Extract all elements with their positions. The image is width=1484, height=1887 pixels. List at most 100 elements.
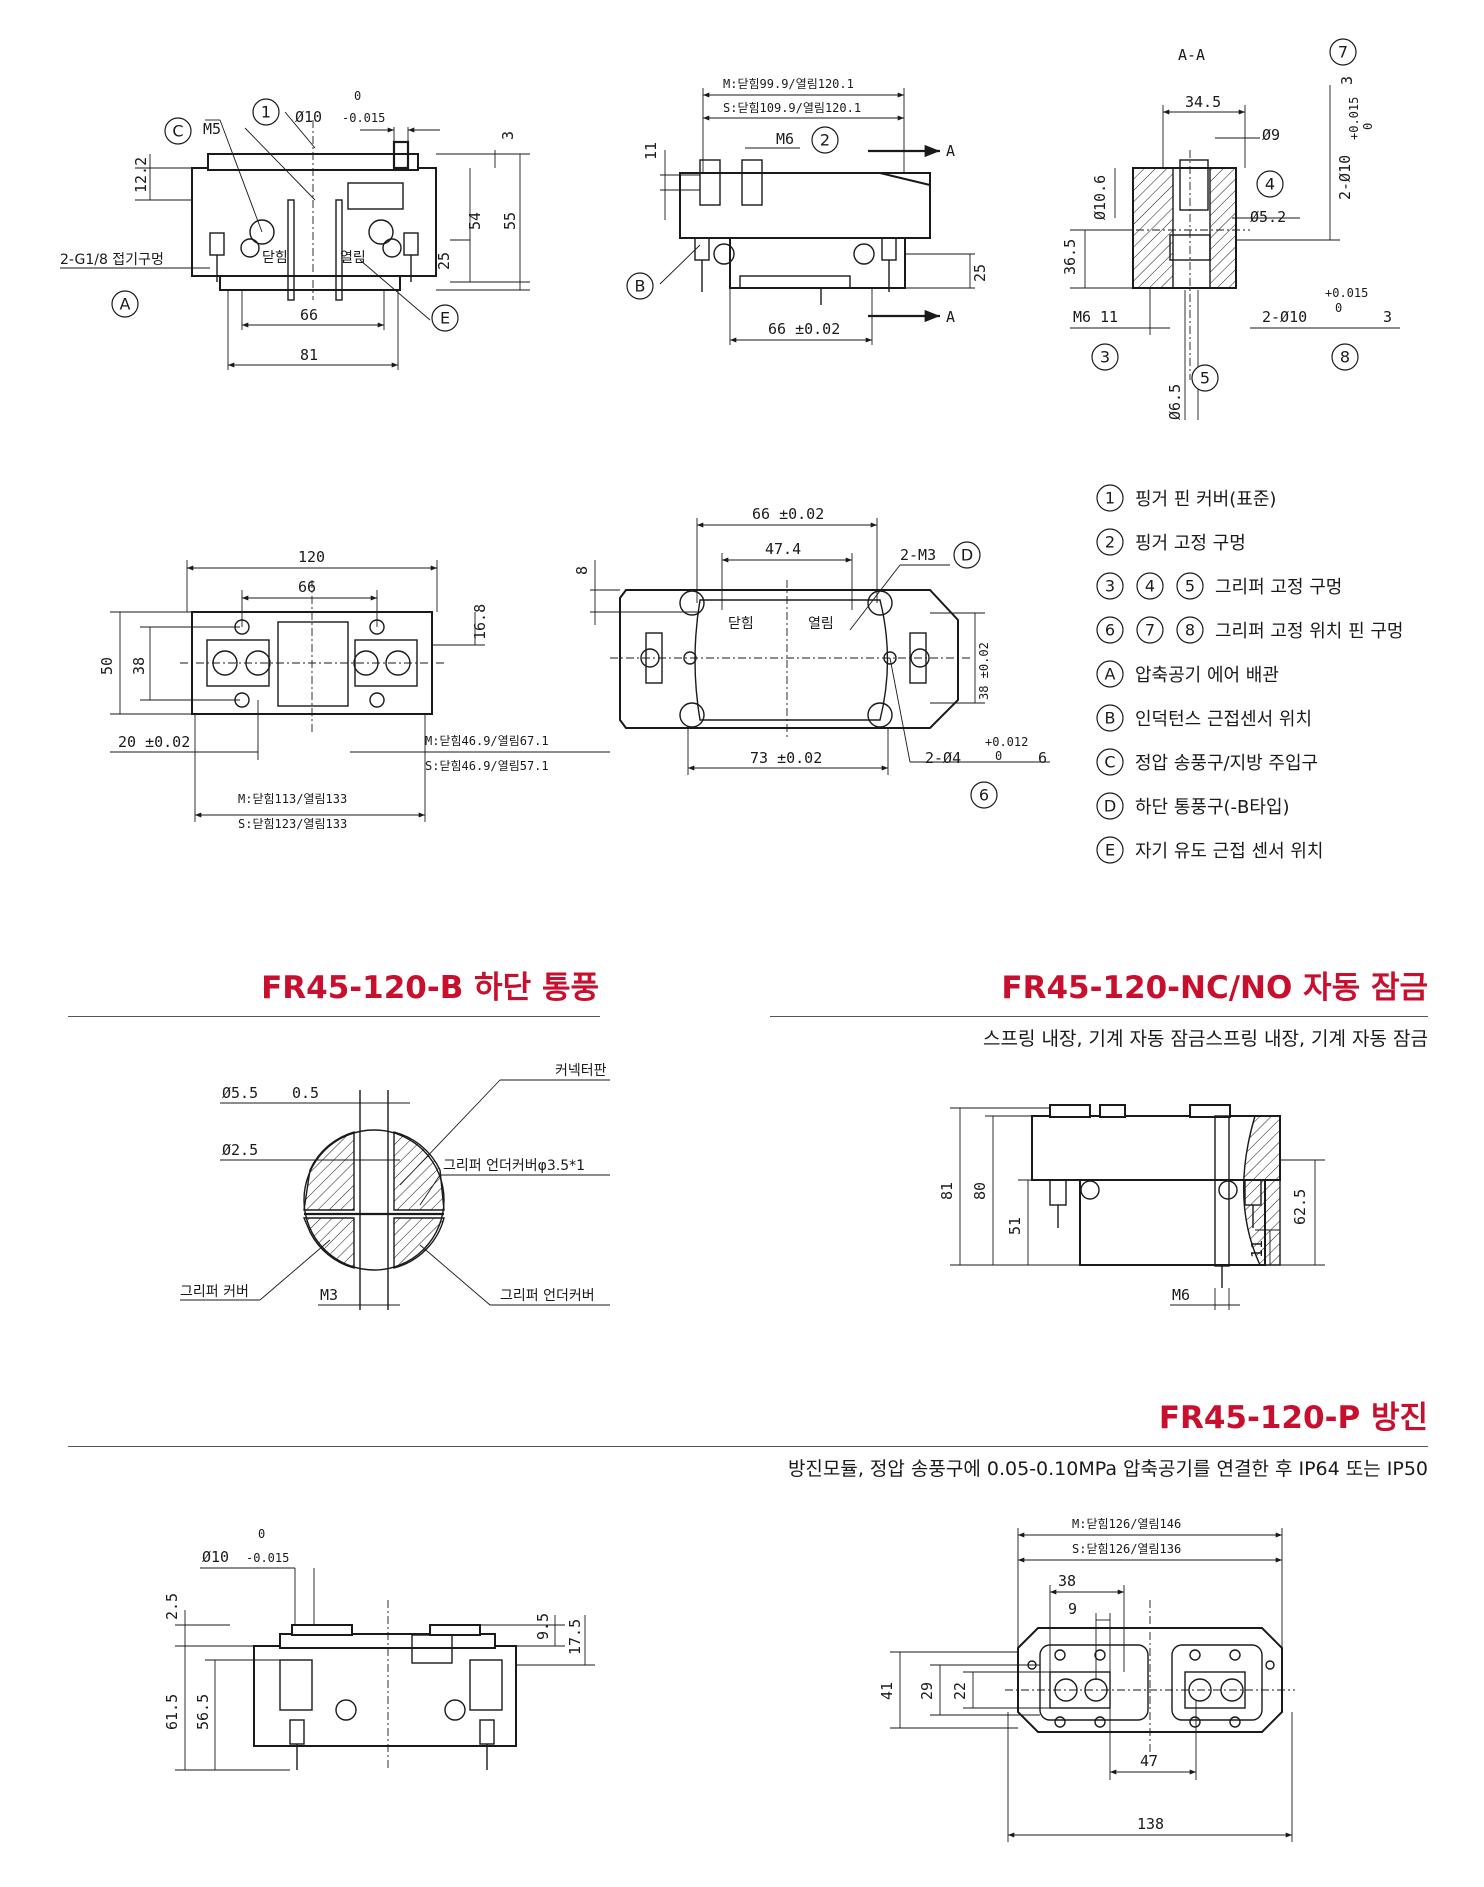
dim-m3: M3 <box>320 1286 338 1304</box>
svg-text:E: E <box>1105 841 1115 860</box>
dim-h38: 38 <box>130 657 148 675</box>
callout-e <box>431 304 459 332</box>
dim-w474: 47.4 <box>765 540 801 558</box>
svg-text:5: 5 <box>1200 369 1210 388</box>
callout-8 <box>1331 343 1359 371</box>
dim-tol0: 0 <box>1335 301 1342 315</box>
dim-w20: 20 ±0.02 <box>118 733 190 751</box>
dim-tol0: 0 <box>995 749 1002 763</box>
dim-2d10: 2-Ø10 <box>1262 308 1307 326</box>
dim-w120: 120 <box>298 548 325 566</box>
dim-w345: 34.5 <box>1185 93 1221 111</box>
dim-h625: 62.5 <box>1291 1189 1309 1225</box>
svg-text:8: 8 <box>1340 348 1350 367</box>
label-open: 열림 <box>340 250 366 266</box>
dim-h175: 17.5 <box>566 1619 584 1655</box>
view-bottom-center: D 6 66 ±0.02 47.4 8 2-M3 38 ±0.02 73 ±0.… <box>573 505 1050 809</box>
dim-h38: 38 ±0.02 <box>977 642 991 700</box>
section-subtitle-p: 방진모듈, 정압 송풍구에 0.05-0.10MPa 압축공기를 연결한 후 I… <box>787 1458 1428 1480</box>
dim-tolp-vertical: +0.015 <box>1347 97 1361 140</box>
dim-h25: 25 <box>435 252 453 270</box>
svg-text:3: 3 <box>1100 348 1110 367</box>
p-body <box>253 1645 517 1747</box>
svg-text:C: C <box>1104 753 1115 772</box>
callout-5 <box>1191 364 1219 392</box>
svg-text:6: 6 <box>1105 621 1115 640</box>
dim-h12: 12.2 <box>132 157 150 193</box>
svg-text:정압 송풍구/지방 주입구: 정압 송풍구/지방 주입구 <box>1135 753 1318 774</box>
view-nc-no: 81 80 51 62.5 11 M6 <box>938 1104 1325 1310</box>
section-arrow-a-top: A <box>946 142 955 160</box>
dim-h8: 8 <box>573 566 591 575</box>
legend-row-c: C 정압 송풍구/지방 주입구 <box>1096 748 1318 776</box>
dim-d55: Ø5.5 <box>222 1084 258 1102</box>
svg-text:인덕턴스 근접센서 위치: 인덕턴스 근접센서 위치 <box>1135 709 1312 730</box>
dim-s-stroke-3: S:닫힘123/열림133 <box>238 817 347 831</box>
dim-h3: 3 <box>499 131 517 140</box>
svg-text:5: 5 <box>1185 577 1195 596</box>
dim-h54: 54 <box>466 212 484 230</box>
dim-2m3: 2-M3 <box>900 546 936 564</box>
label-connector-plate: 커넥터판 <box>555 1063 607 1079</box>
label-air-port: 2-G1/8 접기구멍 <box>60 252 164 268</box>
section-title-nc: FR45-120-NC/NO 자동 잠금 <box>1001 970 1428 1006</box>
dim-depth6: 6 <box>1038 749 1047 767</box>
svg-text:E: E <box>440 309 450 328</box>
dim-h95: 9.5 <box>534 1613 552 1640</box>
dim-d25: Ø2.5 <box>222 1141 258 1159</box>
dim-s-stroke-2: S:닫힘46.9/열림57.1 <box>425 759 549 773</box>
dim-w81: 81 <box>300 346 318 364</box>
dim-m-stroke-p: M:닫힘126/열림146 <box>1072 1517 1181 1531</box>
svg-text:핑거 고정 구멍: 핑거 고정 구멍 <box>1135 533 1246 554</box>
dim-h11: 11 <box>1248 1240 1266 1258</box>
label-close: 닫힘 <box>728 616 754 632</box>
svg-text:B: B <box>635 277 646 296</box>
dim-h55: 55 <box>501 212 519 230</box>
svg-text:7: 7 <box>1145 621 1155 640</box>
view-front-left: 1 C A E Ø10 0 -0.015 M5 12.2 3 54 55 25 … <box>60 89 530 370</box>
svg-text:A: A <box>120 295 131 314</box>
svg-text:압축공기 에어 배관: 압축공기 에어 배관 <box>1135 665 1279 686</box>
dim-tol0: 0 <box>354 89 361 103</box>
dim-d65: Ø6.5 <box>1166 384 1184 420</box>
dim-m-stroke: M:닫힘99.9/열림120.1 <box>723 77 854 91</box>
dim-tolm: -0.015 <box>342 111 385 125</box>
callout-c <box>164 117 192 145</box>
view-p-side: Ø10 0 -0.015 2.5 61.5 56.5 9.5 17.5 <box>163 1527 595 1771</box>
view-b-detail: Ø5.5 0.5 Ø2.5 커넥터판 그리퍼 언더커버φ3.5*1 그리퍼 커버… <box>180 1063 610 1310</box>
nc-body <box>1031 1115 1281 1181</box>
svg-text:3: 3 <box>1105 577 1115 596</box>
dim-m6: M6 <box>1172 1286 1190 1304</box>
dim-s-stroke: S:닫힘109.9/열림120.1 <box>723 101 861 115</box>
label-close: 닫힘 <box>262 250 288 266</box>
callout-1 <box>252 98 280 126</box>
dim-h565: 56.5 <box>194 1694 212 1730</box>
label-gripper-cover: 그리퍼 커버 <box>180 1284 249 1300</box>
dim-w66: 66 <box>300 306 318 324</box>
dim-tol0-vertical: 0 <box>1361 123 1375 130</box>
dim-h22: 22 <box>951 1682 969 1700</box>
label-under-cover: 그리퍼 언더커버 <box>500 1288 595 1304</box>
section-title-aa: A-A <box>1178 46 1205 64</box>
dim-w47: 47 <box>1140 1752 1158 1770</box>
view-side-middle: 2 B M:닫힘99.9/열림120.1 S:닫힘109.9/열림120.1 M… <box>626 77 989 345</box>
svg-text:4: 4 <box>1145 577 1155 596</box>
legend-row-2: 2 핑거 고정 구멍 <box>1096 528 1246 556</box>
dim-h11: 11 <box>642 142 660 160</box>
dim-m5: M5 <box>203 120 221 138</box>
svg-text:2: 2 <box>1105 533 1115 552</box>
dim-depth05: 0.5 <box>292 1084 319 1102</box>
dim-2d10-vertical: 2-Ø10 <box>1336 155 1354 200</box>
dim-d10: Ø10 <box>202 1548 229 1566</box>
legend-row-3: 3 4 5 그리퍼 고정 구멍 <box>1096 572 1342 600</box>
dim-tolp: +0.012 <box>985 735 1028 749</box>
svg-text:그리퍼 고정 구멍: 그리퍼 고정 구멍 <box>1215 577 1342 598</box>
dim-w38: 38 <box>1058 1572 1076 1590</box>
svg-text:6: 6 <box>979 786 989 805</box>
callout-b <box>626 272 654 300</box>
